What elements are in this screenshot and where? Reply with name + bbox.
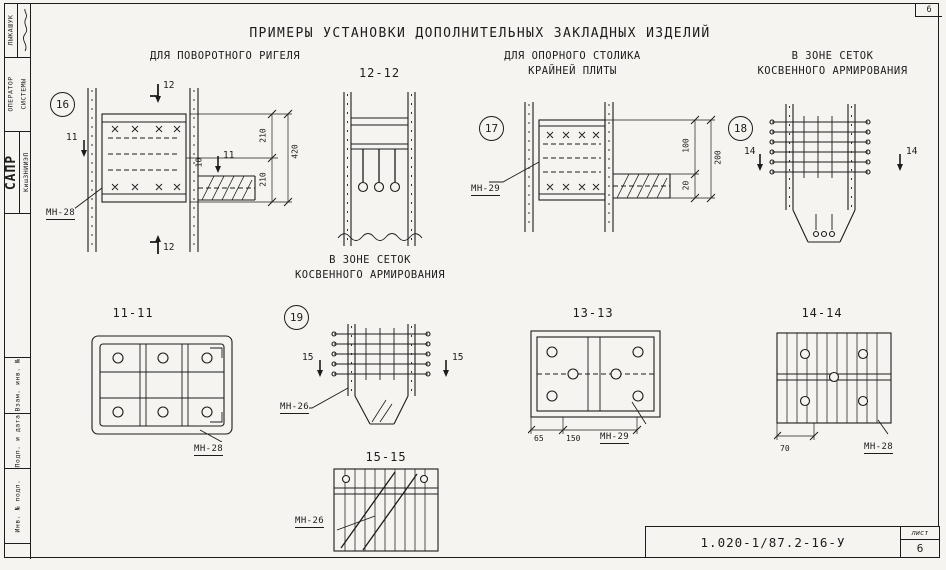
section-11-11: 11-11 МН-28 [78,300,238,462]
corner-number-text: 6 [926,4,932,15]
section-15-15: 15-15 МН-26 [295,446,475,566]
section-13-13-title: 13-13 [572,306,614,320]
org-box: КишЗНИИЭП [19,131,30,213]
detail-16-bubble: 16 [50,92,75,117]
detail-17: 17 МН-29 100 20 200 [455,96,735,236]
section-14-14: 14-14 70 МН-28 [762,300,922,470]
signature-icon [22,8,27,52]
section-11-11-drawing [91,335,233,442]
detail-16-number: 16 [55,98,70,111]
detail-18-number: 18 [733,122,748,135]
section-mark-14-right: 14 [906,146,918,157]
caption-support-table-2: КРАЙНЕЙ ПЛИТЫ [528,65,617,77]
dim-100: 100 [681,138,691,153]
section-13-13-drawing [528,330,661,435]
dim-70: 70 [780,444,790,453]
section-15-15-title: 15-15 [365,450,407,464]
section-13-13: 13-13 65 150 МН-29 [518,300,668,468]
sidebar-author-signature [17,3,30,57]
operator-line1-text: ОПЕРАТОР [6,76,15,112]
section-14-14-title: 14-14 [801,306,843,320]
section-mark-15-left: 15 [302,352,314,363]
detail-19-drawing [298,324,449,425]
caption-mesh-zone-top-2: КОСВЕННОГО АРМИРОВАНИЯ [757,65,908,77]
org-text: КишЗНИИЭП [21,152,30,192]
detail-17-drawing [489,102,716,232]
operator-line2-box: СИСТЕМЫ [17,57,30,131]
page-title: ПРИМЕРЫ УСТАНОВКИ ДОПОЛНИТЕЛЬНЫХ ЗАКЛАДН… [249,26,711,41]
mark-mn28-s14: МН-28 [864,442,894,454]
dim-20: 20 [681,180,691,191]
detail-17-number: 17 [484,122,499,135]
caption-rotary-girder: ДЛЯ ПОВОРОТНОГО РИГЕЛЯ [149,50,301,62]
detail-19-number: 19 [289,311,304,324]
title-block: 1.020-1/87.2-16-У лист 6 [645,526,940,558]
mark-mn26-d19: МН-26 [280,402,310,414]
detail-18-bubble: 18 [728,116,753,141]
corner-page-number: 6 [915,3,942,17]
sidebar-box-podp: Подп. и дата [4,413,30,469]
section-mark-15-right: 15 [452,352,464,363]
sidebar-box-sapr: САПР КишЗНИИЭП [4,131,30,214]
sheet-number: 6 [916,542,924,555]
section-12-12-title: 12-12 [358,66,401,80]
dim-10: 10 [194,157,204,168]
section-15-15-drawing [333,468,439,552]
caption-mesh-zone-mid-2: КОСВЕННОГО АРМИРОВАНИЯ [294,269,446,281]
operator-line2-text: СИСТЕМЫ [19,78,28,110]
detail-16-drawing [54,84,293,254]
dim-210-bottom: 210 [258,172,268,187]
sidebar-box-empty [4,213,30,358]
detail-19-bubble: 19 [284,305,309,330]
vzam-text: Взам. инв. № [13,358,21,412]
detail-17-bubble: 17 [479,116,504,141]
section-14-14-drawing [774,332,892,441]
mark-mn28-d16: МН-28 [46,208,76,220]
section-mark-12-top: 12 [163,80,175,91]
section-mark-12-bottom: 12 [163,242,175,253]
caption-mesh-zone-mid-1: В ЗОНЕ СЕТОК [329,254,411,266]
mark-mn29-d17: МН-29 [471,184,501,196]
section-12-12: 12-12 [322,66,437,256]
inv-text: Инв. № подл. [13,479,21,532]
document-number: 1.020-1/87.2-16-У [646,527,901,557]
caption-mesh-zone-top-1: В ЗОНЕ СЕТОК [791,50,874,62]
sidebar-box-inv: Инв. № подл. [4,468,30,544]
dim-150: 150 [566,434,581,443]
podp-text: Подп. и дата [13,414,21,467]
dim-65: 65 [534,434,544,443]
sheet-cell: лист 6 [901,527,939,557]
mark-mn26-s15: МН-26 [295,516,325,528]
section-12-12-drawing [337,92,423,246]
sapr-box: САПР [4,131,19,213]
detail-18-drawing [757,104,903,243]
dim-420-total: 420 [290,144,300,159]
sidebar-box-author: ЛЫКАШУК [4,3,30,58]
sidebar-divider [30,3,31,559]
detail-18: 18 14 14 [722,94,940,262]
section-mark-11-left: 11 [66,132,78,143]
sidebar-author-name: ЛЫКАШУК [4,3,17,57]
section-mark-14-left: 14 [744,146,756,157]
author-name-text: ЛЫКАШУК [6,14,15,46]
sidebar-box-operator: ОПЕРАТОР СИСТЕМЫ [4,57,30,132]
section-mark-11-right: 11 [223,150,235,161]
detail-19: 19 15 15 МН-26 [268,298,473,448]
mark-mn29-s13: МН-29 [600,432,630,444]
sidebar-box-vzam: Взам. инв. № [4,357,30,414]
sheet-label: лист [901,527,939,540]
section-11-11-title: 11-11 [112,306,154,320]
dim-210-top: 210 [258,128,268,143]
caption-support-table-1: ДЛЯ ОПОРНОГО СТОЛИКА [504,50,641,62]
detail-16: 16 12 12 11 11 210 210 420 10 МН-28 [40,80,330,258]
operator-line1-box: ОПЕРАТОР [4,57,17,131]
mark-mn28-s11: МН-28 [194,444,224,456]
sheet-frame [4,3,939,558]
sapr-text: САПР [4,154,19,190]
